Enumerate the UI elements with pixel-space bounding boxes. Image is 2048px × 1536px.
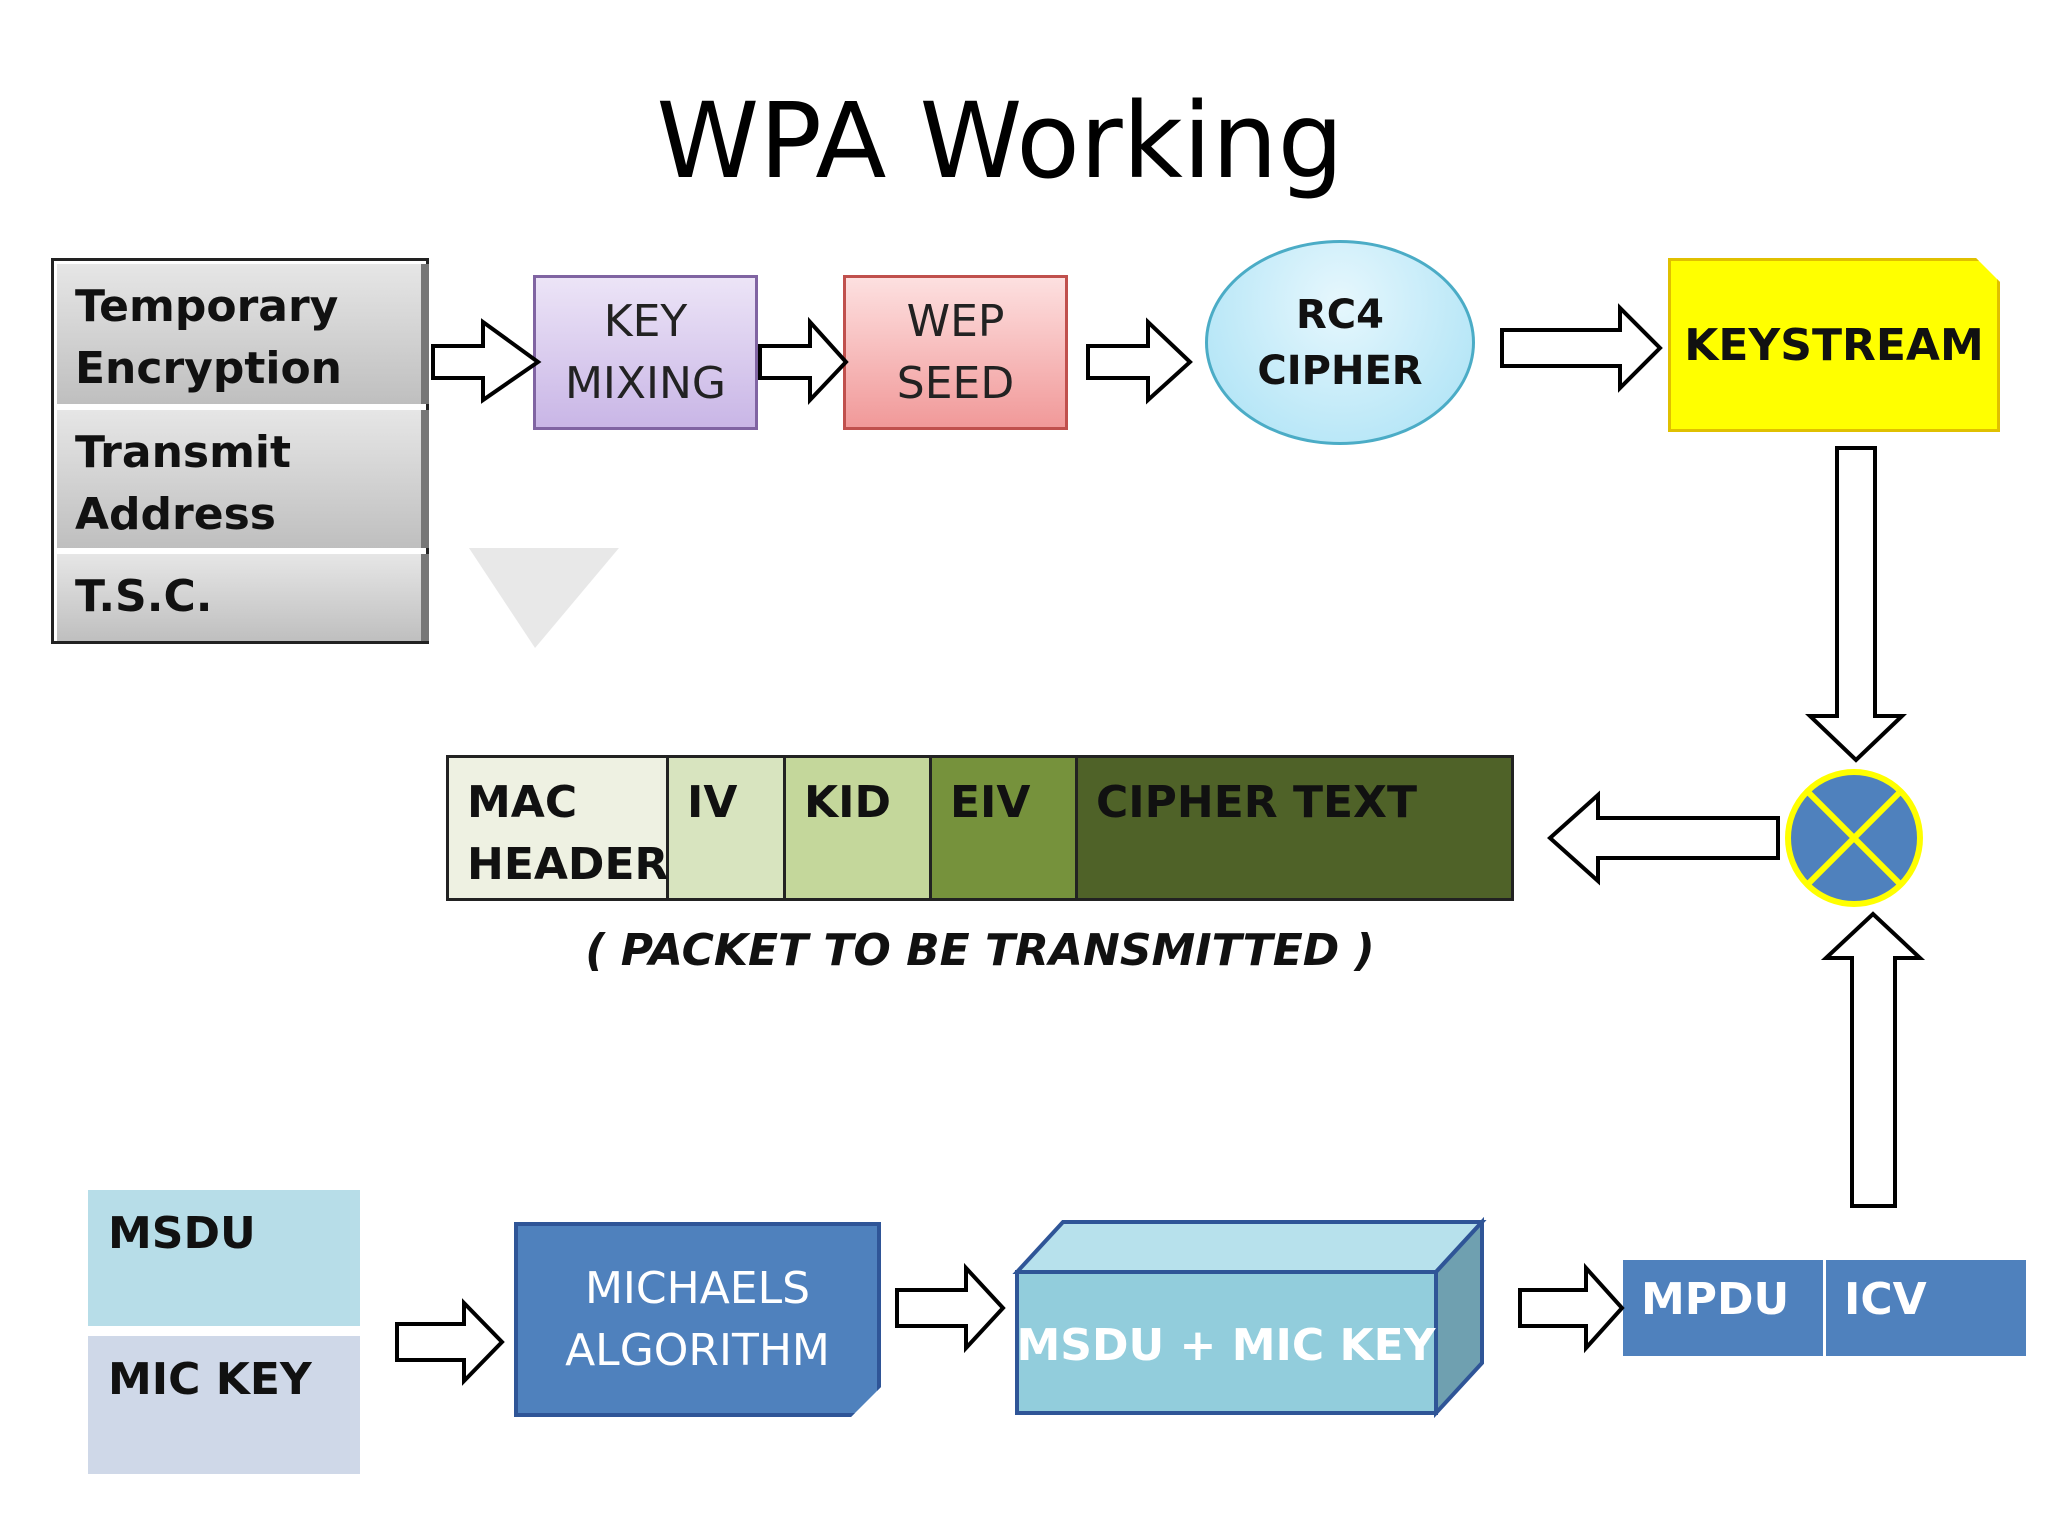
msdu-mic-key-label: MSDU + MIC KEY [1016, 1320, 1436, 1371]
packet-cell-eiv: EIV [932, 758, 1078, 898]
packet-cell-iv: IV [669, 758, 786, 898]
temporary-encryption-key-cell: Temporary Encryption key [57, 264, 429, 456]
msdu-box: MSDU [88, 1190, 360, 1326]
mic-key-box: MIC KEY [88, 1336, 360, 1474]
mpdu-label: MPDU [1641, 1274, 1790, 1325]
packet-cell-label: IV [687, 777, 738, 828]
arrow-rc4-to-keystream [1500, 303, 1663, 393]
packet-cell-mac-header: MAC HEADER [449, 758, 669, 898]
icv-label: ICV [1844, 1274, 1927, 1325]
tsc-cell: T.S.C. [57, 554, 429, 641]
box-top-face [1012, 1220, 1487, 1274]
slide-title: WPA Working [656, 80, 1344, 202]
arrow-xor-to-packet [1547, 790, 1780, 886]
input-key-stack: Temporary Encryption key Transmit Addres… [51, 258, 429, 644]
packet-cell-label: EIV [950, 777, 1031, 828]
arrow-keymixing-to-wepseed [758, 316, 849, 406]
packet-cell-kid: KID [786, 758, 932, 898]
keystream-label: KEYSTREAM [1684, 319, 1984, 371]
wep-seed-label: WEP SEED [896, 295, 1015, 409]
xor-operator [1785, 769, 1923, 907]
rc4-cipher-ellipse: RC4 CIPHER [1205, 240, 1475, 445]
icv-box: ICV [1826, 1260, 2026, 1356]
arrow-keystream-to-xor [1805, 446, 1907, 763]
key-mixing-box: KEY MIXING [533, 275, 758, 430]
mpdu-box: MPDU [1623, 1260, 1826, 1356]
keystream-box: KEYSTREAM [1668, 258, 2000, 432]
wep-seed-box: WEP SEED [843, 275, 1068, 430]
arrow-michaels-to-box [895, 1262, 1006, 1354]
box-front-face [1015, 1270, 1438, 1415]
transmit-address-cell: Transmit Address [57, 410, 429, 548]
key-mixing-label: KEY MIXING [564, 295, 727, 409]
arrow-stack-to-keymixing [431, 318, 542, 404]
packet-frame: MAC HEADER IV KID EIV CIPHER TEXT [446, 755, 1514, 901]
packet-cell-label: KID [804, 777, 891, 828]
arrow-box-to-mpdu [1518, 1262, 1625, 1354]
arrow-msdu-to-michaels [395, 1298, 505, 1386]
packet-cell-label: CIPHER TEXT [1096, 777, 1417, 828]
rc4-cipher-label: RC4 CIPHER [1257, 291, 1423, 394]
msdu-label: MSDU [108, 1208, 256, 1259]
packet-cell-cipher-text: CIPHER TEXT [1078, 758, 1511, 898]
mic-key-label: MIC KEY [108, 1354, 312, 1405]
packet-cell-label: MAC HEADER [467, 777, 669, 890]
michaels-algorithm-label: MICHAELS ALGORITHM [565, 1262, 830, 1376]
arrow-wepseed-to-rc4 [1086, 317, 1193, 405]
arrow-mpdu-to-xor [1820, 911, 1926, 1208]
msdu-mic-key-3d-box: MSDU + MIC KEY [1012, 1216, 1487, 1419]
packet-caption: ( PACKET TO BE TRANSMITTED ) [585, 925, 1375, 976]
michaels-algorithm-box: MICHAELS ALGORITHM [514, 1222, 881, 1417]
